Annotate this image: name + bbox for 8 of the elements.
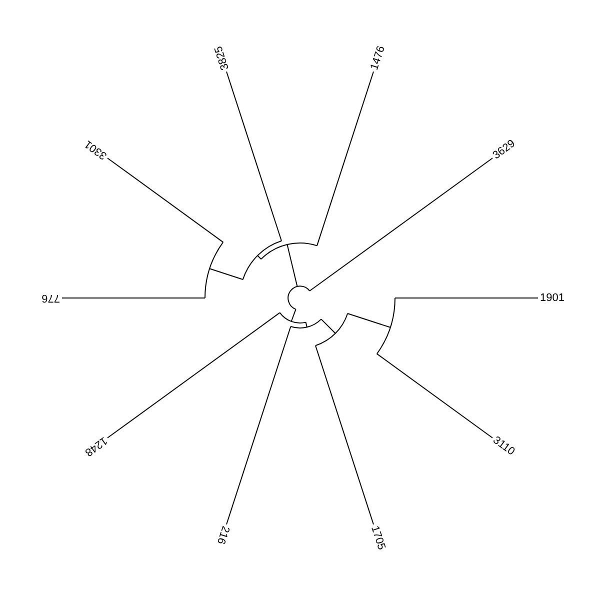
leaf-label: 1705 — [368, 524, 388, 552]
leaf-label: 3629 — [490, 138, 518, 162]
leaf-label: 1901 — [540, 292, 564, 304]
leaf-label: 1476 — [368, 44, 388, 72]
leaf-label: 776 — [42, 292, 60, 304]
leaf-label: 3825 — [212, 44, 232, 72]
leaf-label: 3110 — [490, 434, 517, 458]
leaf-label: 216 — [214, 524, 232, 546]
